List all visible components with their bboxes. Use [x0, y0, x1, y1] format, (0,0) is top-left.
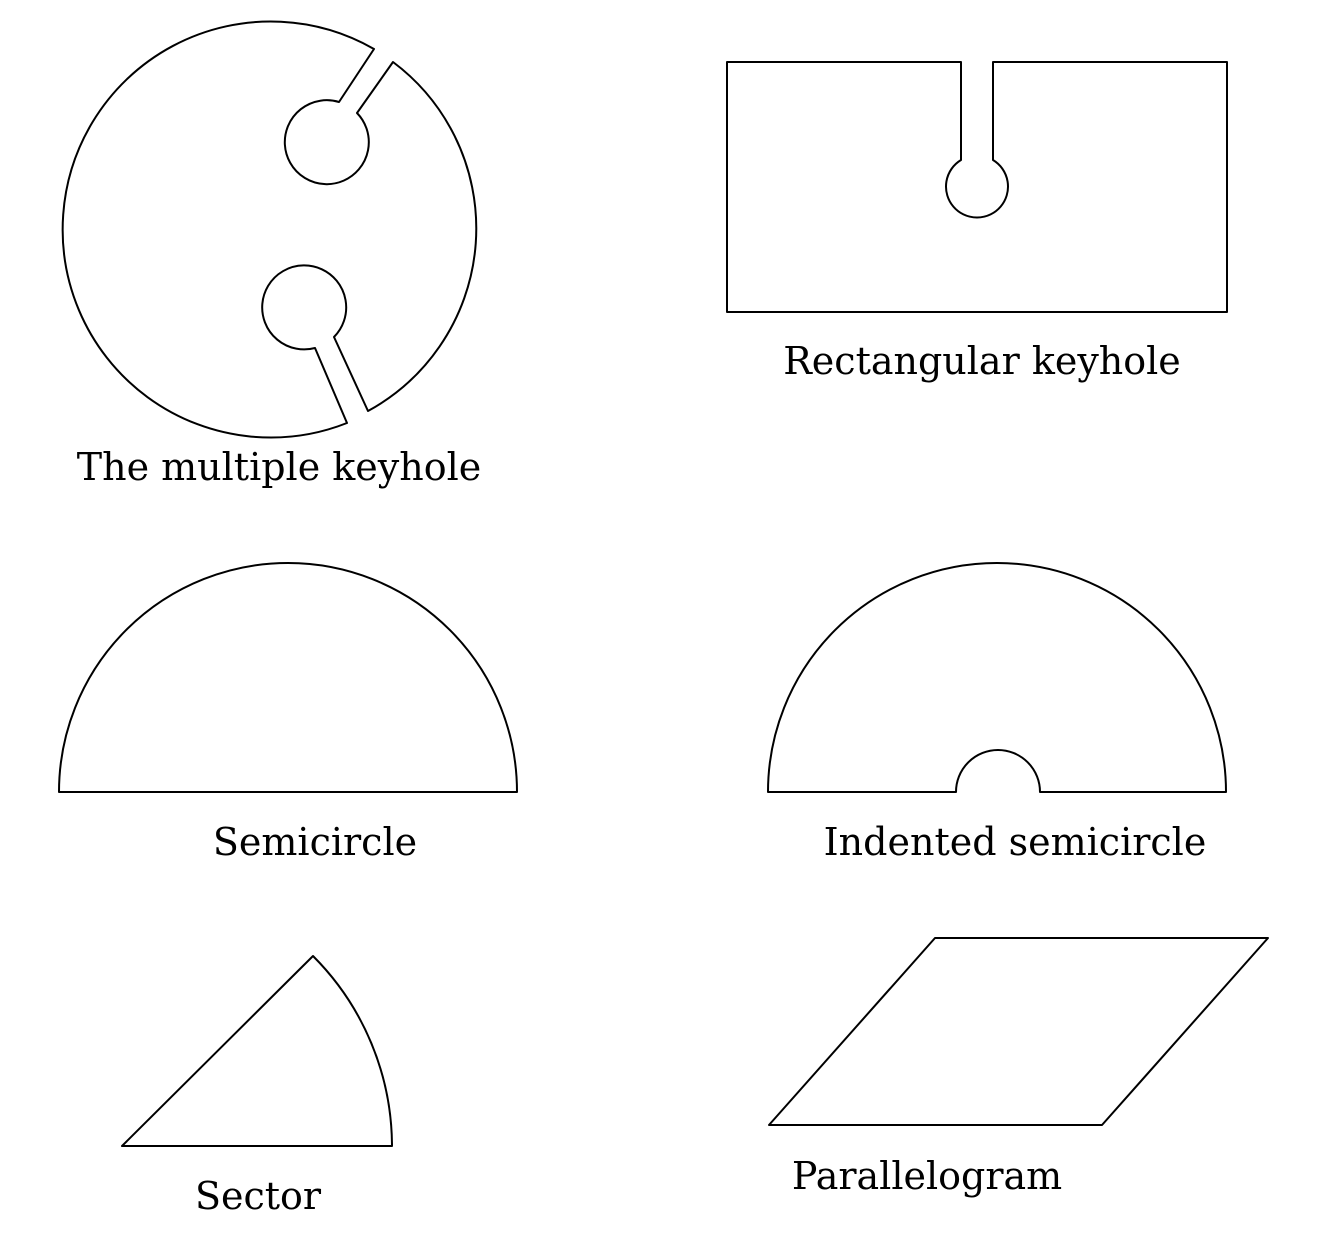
- multiple-keyhole-shape: [61, 20, 478, 439]
- semicircle-shape: [58, 562, 518, 793]
- parallelogram-group: Parallelogram: [768, 937, 1269, 1198]
- multiple-keyhole-label: The multiple keyhole: [77, 445, 482, 489]
- indented-semicircle-shape: [767, 562, 1227, 793]
- sector-label: Sector: [195, 1174, 322, 1218]
- semicircle-label: Semicircle: [213, 820, 417, 864]
- sector-group: Sector: [121, 955, 393, 1218]
- semicircle-group: Semicircle: [58, 562, 518, 864]
- rectangular-keyhole-label: Rectangular keyhole: [783, 339, 1181, 383]
- parallelogram-label: Parallelogram: [792, 1154, 1062, 1198]
- indented-semicircle-group: Indented semicircle: [767, 562, 1227, 864]
- rectangular-keyhole-group: Rectangular keyhole: [726, 61, 1228, 383]
- multiple-keyhole-group: The multiple keyhole: [61, 20, 482, 489]
- indented-semicircle-label: Indented semicircle: [824, 820, 1207, 864]
- parallelogram-shape: [768, 937, 1269, 1126]
- rectangular-keyhole-shape: [726, 61, 1228, 313]
- sector-shape: [121, 955, 393, 1147]
